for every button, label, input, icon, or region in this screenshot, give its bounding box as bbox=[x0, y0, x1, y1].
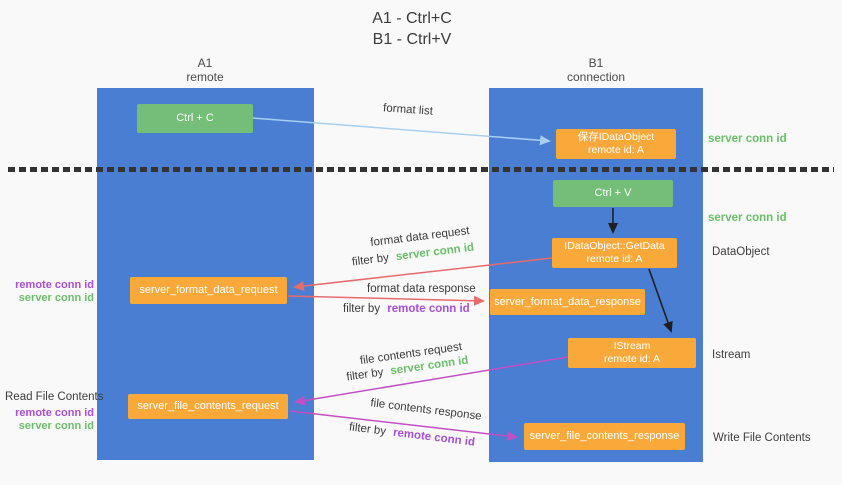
column-b1-role: connection bbox=[566, 70, 626, 84]
label-filter-by-remote-conn-id-1: filter by remote conn id bbox=[343, 303, 470, 315]
node-format-response-label: server_format_data_response bbox=[494, 295, 641, 308]
node-save-idataobject: 保存IDataObject remote id: A bbox=[556, 129, 676, 159]
title-line-1: A1 - Ctrl+C bbox=[372, 10, 452, 27]
node-ctrl-c: Ctrl + C bbox=[137, 104, 253, 133]
node-server-file-contents-request: server_file_contents_request bbox=[128, 394, 288, 419]
title-line-2: B1 - Ctrl+V bbox=[372, 31, 452, 48]
format-list-arrow bbox=[252, 117, 551, 146]
node-save-idataobject-line2: remote id: A bbox=[587, 144, 645, 156]
node-file-response-label: server_file_contents_response bbox=[529, 430, 680, 442]
node-istream-line1: IStream bbox=[613, 340, 651, 352]
node-istream: IStream remote id: A bbox=[568, 338, 696, 368]
node-server-format-data-response: server_format_data_response bbox=[490, 289, 645, 315]
node-getdata-line2: remote id: A bbox=[586, 253, 643, 265]
node-istream-line2: remote id: A bbox=[603, 353, 661, 365]
annotation-conn-ids-format: remote conn id server conn id bbox=[10, 279, 94, 304]
file-contents-response-arrow bbox=[289, 410, 518, 441]
annotation-conn-ids-file: remote conn id server conn id bbox=[10, 407, 94, 432]
getdata-to-istream-arrow bbox=[648, 268, 673, 333]
column-a1-name: A1 bbox=[197, 56, 213, 70]
node-ctrl-v-label: Ctrl + V bbox=[594, 187, 632, 199]
node-idataobject-getdata: IDataObject::GetData remote id: A bbox=[552, 238, 677, 268]
remote-conn-id-text: remote conn id bbox=[15, 279, 94, 291]
annotation-read-file-contents: Read File Contents bbox=[5, 391, 104, 403]
column-b1-name: B1 bbox=[588, 56, 604, 70]
annotation-server-conn-id-top: server conn id bbox=[708, 133, 787, 145]
format-data-response-arrow bbox=[287, 295, 485, 306]
column-a1-role: remote bbox=[186, 70, 224, 84]
node-server-format-data-request: server_format_data_request bbox=[130, 277, 287, 304]
annotation-server-conn-id-mid: server conn id bbox=[708, 212, 787, 224]
annotation-istream: Istream bbox=[712, 349, 751, 361]
node-server-file-contents-response: server_file_contents_response bbox=[524, 423, 685, 450]
machine-boundary-dotted-line bbox=[8, 167, 834, 172]
node-getdata-line1: IDataObject::GetData bbox=[564, 240, 665, 252]
diagram-title: A1 - Ctrl+C B1 - Ctrl+V bbox=[327, 8, 497, 50]
column-header-a1: A1 remote bbox=[155, 56, 255, 84]
file-contents-request-arrow bbox=[294, 356, 569, 406]
server-conn-id-text: server conn id bbox=[18, 419, 94, 432]
column-header-b1: B1 connection bbox=[546, 56, 646, 84]
node-ctrl-c-label: Ctrl + C bbox=[176, 112, 214, 124]
label-format-data-response: format data response bbox=[367, 283, 476, 295]
node-format-request-label: server_format_data_request bbox=[139, 284, 278, 296]
annotation-dataobject: DataObject bbox=[712, 246, 770, 258]
remote-conn-id-text: remote conn id bbox=[387, 303, 470, 315]
annotation-write-file-contents: Write File Contents bbox=[713, 432, 811, 444]
node-ctrl-v: Ctrl + V bbox=[553, 180, 673, 207]
node-file-request-label: server_file_contents_request bbox=[137, 400, 279, 412]
format-data-request-arrow bbox=[293, 257, 553, 291]
node-save-idataobject-line1: 保存IDataObject bbox=[577, 131, 655, 143]
filter-by-text: filter by bbox=[343, 303, 381, 315]
remote-conn-id-text: remote conn id bbox=[15, 407, 94, 419]
server-conn-id-text: server conn id bbox=[18, 291, 94, 304]
